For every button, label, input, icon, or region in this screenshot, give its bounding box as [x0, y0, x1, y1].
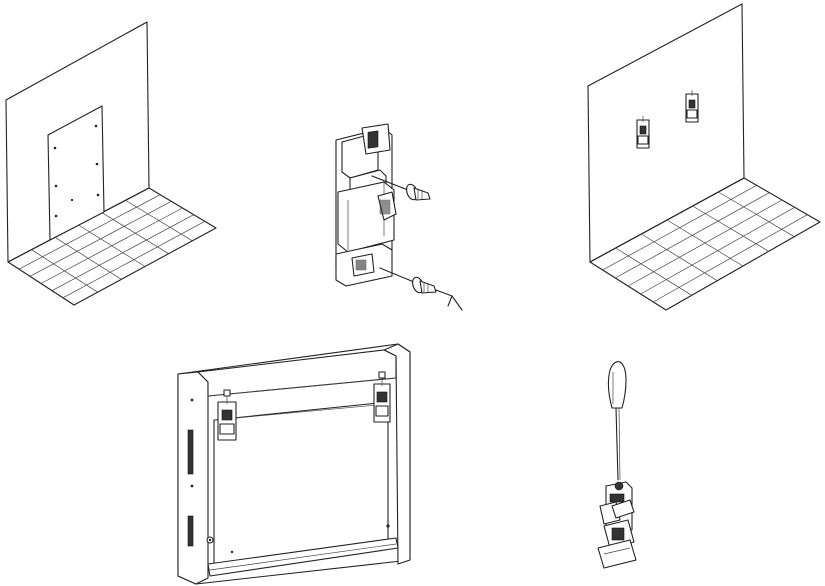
vent-upper [187, 429, 194, 475]
screwdriver-bracket-icon [597, 481, 637, 569]
heater-back-panel [177, 343, 411, 585]
screwdriver-handle-icon [607, 361, 627, 409]
wall-with-brackets-panel [587, 3, 821, 311]
heater-bracket-right-icon [373, 371, 391, 423]
floor-tiles-3 [602, 185, 808, 303]
wall-with-template-panel [5, 21, 217, 306]
upper-screw-icon [371, 175, 431, 201]
wall-bracket-right-icon [685, 90, 699, 123]
wall-bracket-left-icon [636, 116, 650, 149]
wall-3 [587, 3, 745, 263]
floor-tiles-1 [18, 194, 205, 299]
heater-bracket-left-icon [217, 389, 237, 441]
vent-lower [187, 515, 194, 547]
floor-tile-line [62, 221, 205, 299]
floor-3 [589, 177, 821, 311]
floor-1 [7, 187, 217, 306]
floor-tile-line [653, 214, 808, 303]
lower-screw-icon [379, 267, 463, 311]
mounting-template [47, 105, 105, 241]
heater-left-edge [177, 371, 209, 585]
screwdriver-bracket-panel [597, 361, 637, 569]
screwdriver-shaft [615, 407, 619, 481]
bracket-with-screws-panel [335, 123, 463, 311]
template-holes [53, 124, 100, 218]
